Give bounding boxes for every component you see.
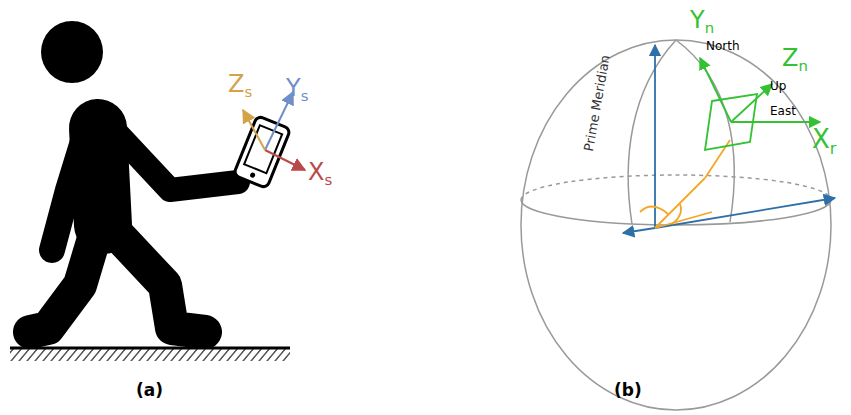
direction-label: North — [706, 40, 740, 52]
person-silhouette — [30, 21, 238, 332]
panel-label: (b) — [614, 382, 642, 399]
local-frame — [700, 58, 820, 150]
lat-lon-angles — [640, 140, 730, 228]
axis-label: Ys — [286, 76, 308, 104]
phone — [233, 116, 290, 189]
panel-label: (a) — [136, 382, 163, 399]
meridian-label: Prime Meridian — [582, 54, 612, 152]
axis-label: Xr — [812, 126, 836, 157]
direction-label: East — [770, 105, 796, 117]
ground — [10, 348, 290, 361]
direction-label: Up — [770, 80, 786, 92]
sensor-axes — [243, 92, 305, 170]
axis-label: Zs — [228, 72, 252, 100]
axis-label: Yn — [690, 8, 714, 36]
axis-label: Xs — [308, 160, 332, 188]
axis-label: Zn — [782, 46, 808, 74]
earth-axes — [623, 45, 835, 233]
